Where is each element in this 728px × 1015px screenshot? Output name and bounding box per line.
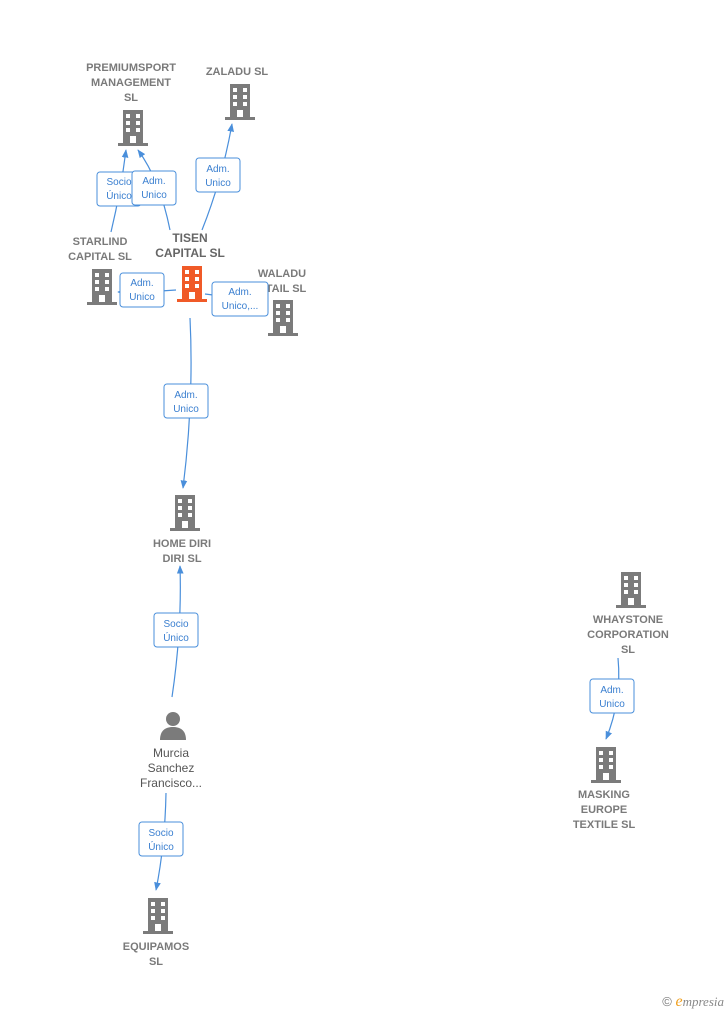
node-label-line: DIRI SL (162, 553, 201, 565)
node-label-line: CORPORATION (587, 629, 669, 641)
node-label-line: EUROPE (581, 804, 627, 816)
node-label-line: WHAYSTONE (593, 614, 663, 626)
node-label-line: SL (621, 644, 635, 656)
edge-label-tisen-starlind[interactable]: Adm. Unico (119, 272, 165, 308)
building-icon (591, 747, 621, 783)
building-icon (118, 110, 148, 146)
edge-label-tisen-homediri[interactable]: Adm. Unico (163, 383, 209, 419)
node-label-line: Sanchez (148, 761, 195, 775)
node-label-line: Francisco... (140, 776, 202, 790)
node-waladu[interactable]: WALADU TAIL SL (258, 268, 307, 336)
node-label-line: MASKING (578, 789, 630, 801)
svg-text:ZALADU SL: ZALADU SL (206, 66, 269, 78)
edge-label-line: Adm. (206, 164, 229, 175)
building-icon (177, 266, 207, 302)
edge-label-line: Unico (129, 292, 155, 303)
edge-label-line: Unico,... (222, 301, 259, 312)
edge-label-line: Unico (599, 699, 625, 710)
edge-label-tisen-zaladu[interactable]: Adm. Unico (195, 157, 241, 193)
building-icon (225, 84, 255, 120)
edge-label-whaystone-masking[interactable]: Adm. Unico (589, 678, 635, 714)
node-label-line: CAPITAL SL (68, 251, 132, 263)
person-icon (160, 712, 186, 740)
building-icon (268, 300, 298, 336)
node-premiumsport-management[interactable]: PREMIUMSPORT MANAGEMENT SL (86, 62, 176, 146)
node-label-line: SL (124, 92, 138, 104)
node-equipamos[interactable]: EQUIPAMOS SL (123, 898, 189, 968)
edge-label-line: Unico (141, 190, 167, 201)
edge-label-line: Socio (106, 177, 131, 188)
svg-text:Adm.Unico: Adm. Unico (129, 278, 155, 303)
node-label-line: CAPITAL SL (155, 246, 225, 260)
svg-text:Adm.Unico: Adm. Unico (173, 390, 199, 415)
node-starlind-capital[interactable]: STARLIND CAPITAL SL (68, 236, 132, 305)
building-icon (143, 898, 173, 934)
svg-text:Adm.Unico: Adm. Unico (599, 685, 625, 710)
node-whaystone-corporation[interactable]: WHAYSTONE CORPORATION SL (587, 572, 669, 656)
edge-label-tisen-premiumsport[interactable]: Adm. Unico (131, 170, 177, 206)
node-label-line: STARLIND (73, 236, 128, 248)
svg-text:Adm.Unico: Adm. Unico (141, 176, 167, 201)
edge-label-line: Adm. (142, 176, 165, 187)
edge-label-line: Adm. (228, 287, 251, 298)
node-label-line: EQUIPAMOS (123, 941, 189, 953)
node-label-line: PREMIUMSPORT (86, 62, 176, 74)
node-label-line: MANAGEMENT (91, 77, 171, 89)
copyright-icon: © (662, 994, 672, 1009)
node-label-line: HOME DIRI (153, 538, 211, 550)
node-label-line: WALADU (258, 268, 306, 280)
edge-label-line: Socio (163, 619, 188, 630)
edge-label-line: Adm. (130, 278, 153, 289)
node-label-line: TAIL SL (266, 283, 307, 295)
node-zaladu[interactable]: ZALADU SL (206, 66, 269, 120)
svg-text:Adm.Unico: Adm. Unico (205, 164, 231, 189)
node-label-line: SL (149, 956, 163, 968)
edge-label-line: Unico (205, 178, 231, 189)
empresia-logo: © empresia (662, 993, 724, 1011)
svg-text:Adm.Unico,...: Adm. Unico,... (222, 287, 259, 312)
node-label-line: TISEN (172, 231, 207, 245)
node-masking-europe-textile[interactable]: MASKING EUROPE TEXTILE SL (573, 747, 636, 831)
building-icon (616, 572, 646, 608)
node-label-line: TEXTILE SL (573, 819, 636, 831)
node-label-line: ZALADU SL (206, 66, 269, 78)
edge-label-line: Único (106, 189, 132, 202)
edge-label-tisen-waladu[interactable]: Adm. Unico,... (211, 281, 269, 317)
brand-e: e (675, 993, 683, 1010)
edge-label-line: Único (163, 631, 189, 644)
edge-label-line: Único (148, 840, 174, 853)
node-label-line: Murcia (153, 746, 189, 760)
edge-label-line: Adm. (600, 685, 623, 696)
node-home-diri-diri[interactable]: HOME DIRI DIRI SL (153, 495, 211, 565)
edge-label-line: Adm. (174, 390, 197, 401)
building-icon (170, 495, 200, 531)
building-icon (87, 269, 117, 305)
edge-label-line: Socio (148, 828, 173, 839)
brand-name: mpresia (682, 994, 724, 1009)
edge-label-line: Unico (173, 404, 199, 415)
